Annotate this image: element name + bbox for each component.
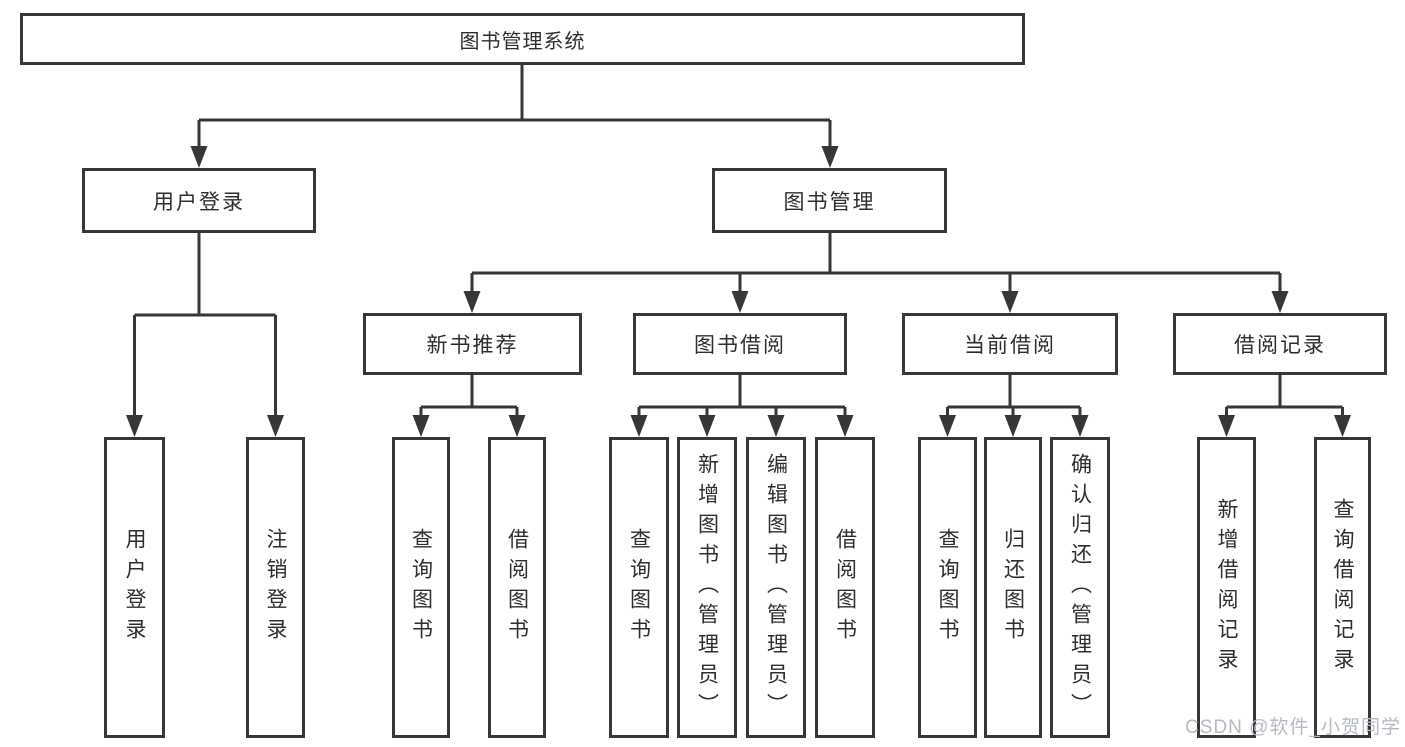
node-label: 查询图书 [627, 527, 651, 648]
node-label: 确认归还（管理员） [1068, 452, 1092, 723]
node-label: 注销登录 [264, 527, 287, 648]
node-label: 图书管理系统 [459, 30, 586, 53]
node-label: 用户登录 [153, 190, 245, 214]
node-new-book-recommendation: 新书推荐 [363, 313, 582, 375]
node-label: 图书借阅 [694, 334, 786, 357]
node-book-borrowing: 图书借阅 [633, 313, 847, 375]
leaf-query-books-current: 查询图书 [918, 437, 977, 738]
leaf-borrow-books: 借阅图书 [815, 437, 875, 738]
node-label: 借阅记录 [1234, 334, 1326, 357]
node-library-management-system: 图书管理系统 [20, 13, 1025, 65]
node-label: 查询借阅记录 [1331, 497, 1354, 678]
node-label: 图书管理 [783, 190, 876, 214]
node-label: 新增借阅记录 [1215, 497, 1238, 678]
leaf-user-login: 用户登录 [104, 437, 165, 738]
leaf-borrow-books-recommend: 借阅图书 [488, 437, 546, 738]
leaf-return-books: 归还图书 [984, 437, 1042, 738]
node-label: 编辑图书（管理员） [764, 452, 788, 723]
leaf-query-books-recommend: 查询图书 [392, 437, 450, 738]
node-label: 查询图书 [936, 527, 959, 648]
node-label: 新增图书（管理员） [695, 452, 719, 723]
node-book-management: 图书管理 [712, 168, 947, 233]
node-borrowing-records: 借阅记录 [1173, 313, 1387, 375]
node-label: 借阅图书 [505, 527, 529, 648]
leaf-logout: 注销登录 [246, 437, 305, 738]
connector-lines [133, 65, 1344, 433]
node-label: 用户登录 [123, 527, 146, 648]
arrowheads [126, 146, 1351, 437]
node-label: 归还图书 [1001, 527, 1025, 648]
leaf-query-borrow-record: 查询借阅记录 [1314, 437, 1371, 738]
node-label: 查询图书 [409, 527, 433, 648]
node-user-login: 用户登录 [82, 168, 316, 233]
leaf-add-book-admin: 新增图书（管理员） [677, 437, 737, 738]
leaf-confirm-return-admin: 确认归还（管理员） [1050, 437, 1110, 738]
node-label: 当前借阅 [964, 334, 1056, 357]
csdn-watermark: CSDN @软件_小贺同学 [1185, 717, 1401, 738]
node-label: 新书推荐 [426, 334, 519, 357]
leaf-edit-book-admin: 编辑图书（管理员） [746, 437, 806, 738]
leaf-add-borrow-record: 新增借阅记录 [1197, 437, 1256, 738]
node-current-borrowing: 当前借阅 [902, 313, 1118, 375]
node-label: 借阅图书 [833, 527, 857, 648]
leaf-query-books-borrowing: 查询图书 [609, 437, 669, 738]
